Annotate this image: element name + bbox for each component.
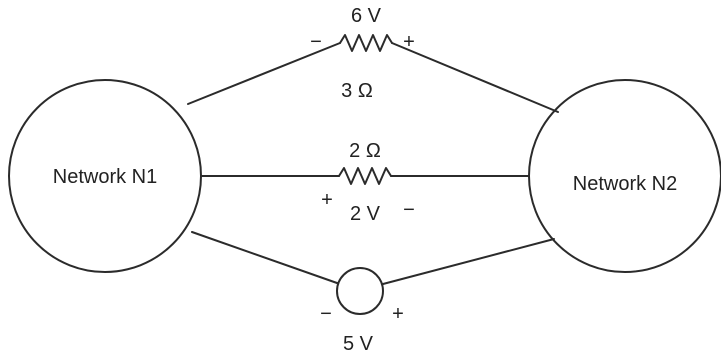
top-resistance-label: 3 Ω <box>341 80 373 102</box>
middle-minus-sign: − <box>403 199 415 221</box>
top-voltage-label: 6 V <box>351 5 382 27</box>
top-minus-sign: − <box>310 31 322 53</box>
middle-plus-sign: + <box>321 189 333 211</box>
top-right-wire <box>391 42 559 113</box>
network-n1-label: Network N1 <box>53 166 157 188</box>
network-n2-label: Network N2 <box>573 173 677 195</box>
bottom-minus-sign: − <box>320 303 332 325</box>
top-left-wire <box>187 42 341 105</box>
middle-voltage-label: 2 V <box>350 203 381 225</box>
middle-resistor <box>338 167 392 185</box>
top-plus-sign: + <box>403 31 415 53</box>
voltage-source <box>336 267 384 315</box>
bottom-plus-sign: + <box>392 303 404 325</box>
middle-resistance-label: 2 Ω <box>349 140 381 162</box>
top-resistor <box>339 34 393 52</box>
bottom-right-wire <box>382 238 555 285</box>
bottom-voltage-label: 5 V <box>343 333 374 355</box>
bottom-left-wire <box>191 231 338 284</box>
